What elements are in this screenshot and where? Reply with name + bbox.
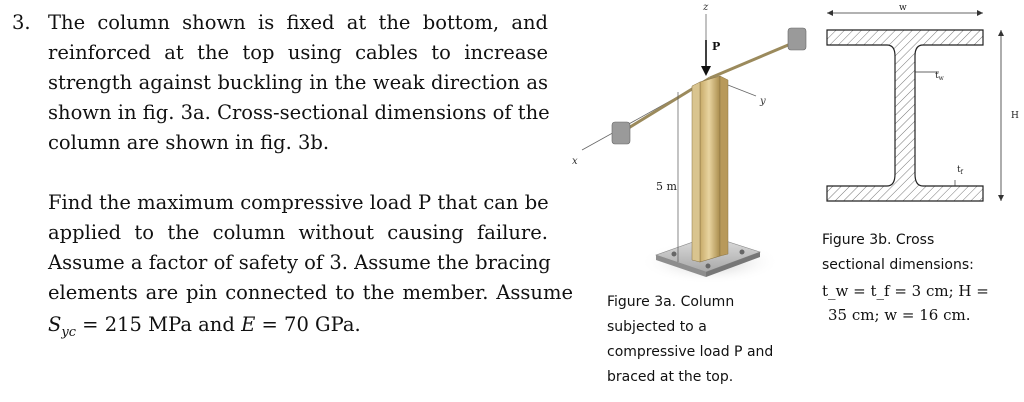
base-plate-edge: [656, 255, 706, 277]
length-label: 5 m: [656, 180, 677, 193]
para2-line: applied to the column without causing fa…: [48, 221, 548, 244]
dimension-arrow: [827, 10, 833, 16]
caption-line: compressive load P and: [607, 344, 774, 360]
and-text: and: [191, 313, 242, 336]
caption-line: subjected to a: [607, 319, 707, 335]
caption-line: Figure 3b. Cross: [822, 232, 935, 248]
dimension-arrow: [998, 30, 1004, 36]
caption-line: sectional dimensions:: [822, 257, 974, 273]
para2-line: elements are pin connected to the member…: [48, 281, 573, 304]
flange-thickness-label: tf: [957, 165, 964, 176]
para1-line: The column shown is fixed at the bottom,…: [48, 11, 548, 34]
para2-line: Assume a factor of safety of 3. Assume t…: [48, 251, 551, 274]
e-value: = 70 GPa.: [255, 313, 361, 336]
bolt-icon: [739, 249, 745, 255]
para1-line: column are shown in fig. 3b.: [48, 131, 330, 154]
i-beam-section: [826, 29, 984, 202]
anchor-right: [787, 27, 807, 51]
figure-3a-caption: Figure 3a. Column subjected to a compres…: [607, 290, 773, 390]
dimension-arrow: [977, 10, 983, 16]
anchor-left: [611, 121, 631, 145]
para1-line: strength against buckling in the weak di…: [48, 71, 548, 94]
material-properties: Syc = 215 MPa and E = 70 GPa.: [48, 310, 361, 348]
figure-3b-caption: Figure 3b. Cross sectional dimensions:: [822, 228, 974, 278]
z-axis-label: z: [702, 2, 709, 13]
column-flange: [719, 75, 729, 257]
para1-line: shown in fig. 3a. Cross-sectional dimens…: [48, 101, 550, 124]
x-axis-label: x: [572, 156, 578, 167]
base-plate-edge: [706, 252, 760, 277]
syc-subscript: yc: [61, 324, 76, 340]
figure-3a-column: z y x P 5 m: [572, 2, 807, 284]
width-label: w: [899, 3, 907, 13]
dimensions-line-1: t_w = t_f = 3 cm; H =: [822, 282, 989, 300]
dimensions-line-2: 35 cm; w = 16 cm.: [828, 306, 971, 324]
e-symbol: E: [241, 313, 256, 336]
bolt-icon: [705, 263, 711, 269]
para1-line: reinforced at the top using cables to in…: [48, 41, 548, 64]
dimension-arrow: [998, 195, 1004, 201]
figure-3b-cross-section: w tw tf H: [826, 3, 1019, 202]
load-arrow-head: [701, 66, 711, 76]
web-thickness-label: tw: [935, 71, 945, 82]
para2-line: Find the maximum compressive load P that…: [48, 191, 549, 214]
height-label: H: [1011, 111, 1019, 121]
column-web: [699, 75, 721, 263]
column-flange: [691, 81, 701, 263]
problem-number: 3.: [12, 11, 31, 34]
syc-symbol: S: [48, 313, 62, 336]
syc-value: = 215 MPa: [75, 313, 192, 336]
cable-right: [709, 38, 801, 80]
bolt-icon: [671, 251, 677, 257]
caption-line: Figure 3a. Column: [607, 294, 735, 310]
load-label: P: [712, 40, 720, 53]
y-axis-label: y: [759, 96, 766, 107]
caption-line: braced at the top.: [607, 369, 734, 385]
